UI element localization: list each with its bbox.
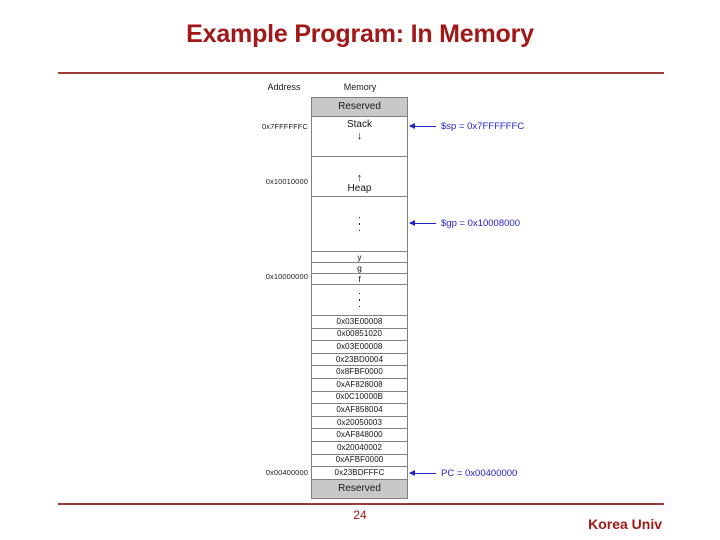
vertical-ellipsis-icon — [358, 285, 361, 315]
column-header-memory: Memory — [343, 82, 377, 92]
footer-divider — [58, 503, 664, 505]
memory-row-variable-y: y — [312, 252, 407, 263]
annotation-global-pointer: $gp = 0x10008000 — [409, 218, 520, 229]
memory-row-instruction: 0xAF858004 — [312, 404, 407, 417]
memory-row-instruction: 0xAFBF0000 — [312, 454, 407, 468]
memory-row-instruction: 0x20040002 — [312, 441, 407, 455]
arrow-left-icon — [409, 123, 436, 129]
memory-row-reserved-bottom: Reserved — [312, 479, 407, 499]
stack-label: Stack — [346, 119, 372, 130]
annotation-stack-pointer: $sp = 0x7FFFFFFC — [409, 121, 525, 132]
memory-row-instruction: 0x00851020 — [312, 328, 407, 342]
memory-row-instruction: 0xAF828008 — [312, 378, 407, 392]
title-divider — [58, 72, 664, 74]
memory-row-instruction: 0xAF848000 — [312, 429, 407, 442]
column-header-address: Address — [267, 82, 301, 92]
address-column: 0x7FFFFFFC 0x10010000 0x10000000 0x00400… — [236, 0, 308, 540]
memory-row-instruction: 0x23BDFFFC — [312, 467, 407, 480]
memory-row-instruction: 0x23BD0004 — [312, 353, 407, 367]
annotation-stack-pointer-label: $sp = 0x7FFFFFFC — [441, 121, 525, 132]
annotation-global-pointer-label: $gp = 0x10008000 — [441, 218, 520, 229]
page-title: Example Program: In Memory — [186, 20, 534, 48]
memory-row-variable-f: f — [312, 274, 407, 285]
memory-row-instruction: 0x8FBF0000 — [312, 366, 407, 379]
address-label-text-base: 0x00400000 — [265, 468, 308, 477]
page-number: 24 — [353, 508, 367, 522]
arrow-left-icon — [409, 470, 436, 476]
arrow-up-icon: ↑ — [356, 171, 363, 184]
address-label-heap-base: 0x10010000 — [265, 177, 308, 186]
memory-row-stack: Stack ↓ — [312, 117, 407, 157]
vertical-ellipsis-icon — [358, 197, 361, 251]
memory-map-table: Reserved Stack ↓ ↑ Heap y g f 0x03E00008… — [311, 97, 408, 499]
address-label-stack-top: 0x7FFFFFFC — [262, 122, 308, 131]
arrow-left-icon — [409, 220, 436, 226]
annotation-program-counter-label: PC = 0x00400000 — [441, 468, 518, 479]
memory-row-instruction: 0x0C10000B — [312, 391, 407, 405]
annotation-program-counter: PC = 0x00400000 — [409, 468, 518, 479]
memory-row-instruction: 0x20050003 — [312, 416, 407, 430]
memory-row-data-gap — [312, 285, 407, 316]
memory-row-instruction: 0x03E00008 — [312, 316, 407, 329]
memory-row-free-space — [312, 197, 407, 252]
memory-row-heap: ↑ Heap — [312, 157, 407, 197]
heap-label: Heap — [347, 182, 372, 194]
memory-row-instruction: 0x03E00008 — [312, 341, 407, 354]
footer-brand: Korea Univ — [588, 516, 662, 532]
memory-row-reserved-top: Reserved — [312, 98, 407, 117]
memory-row-variable-g: g — [312, 263, 407, 274]
address-label-data-base: 0x10000000 — [265, 272, 308, 281]
arrow-down-icon: ↓ — [356, 129, 363, 142]
